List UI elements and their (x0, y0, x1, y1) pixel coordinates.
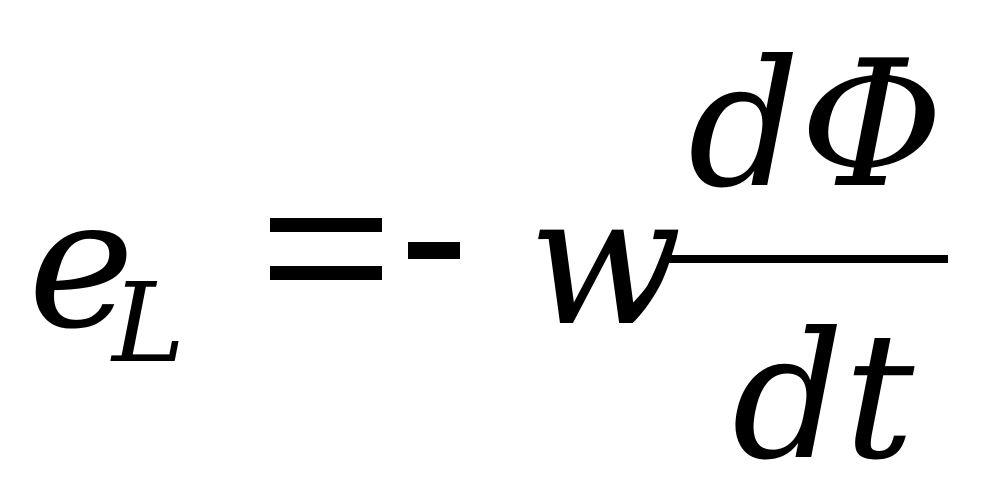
fraction-numerator: dΦ (688, 24, 944, 227)
fraction-denominator: dt (732, 296, 915, 499)
lhs-subscript: L (112, 259, 186, 387)
minus-sign (408, 242, 460, 259)
equals-top-bar (270, 218, 382, 232)
lhs-base-symbol: e (28, 160, 135, 369)
fraction-bar (665, 255, 948, 263)
coefficient-symbol: w (528, 157, 683, 366)
equals-bottom-bar (270, 266, 382, 280)
